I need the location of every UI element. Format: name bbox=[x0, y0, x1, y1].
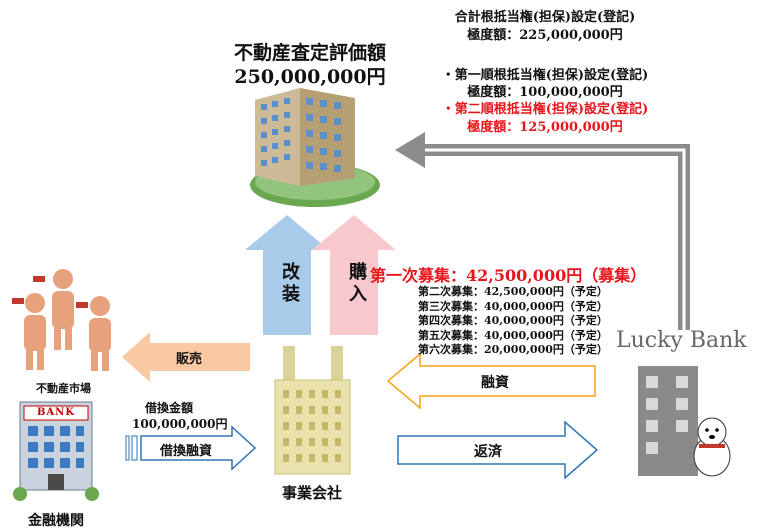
bank-building-icon bbox=[13, 401, 99, 501]
total-mortgage-limit: 極度額：225,000,000円 bbox=[467, 28, 623, 43]
repay-arrow bbox=[397, 420, 599, 480]
purchase-label: 購入 bbox=[346, 262, 367, 306]
bank-label: 金融機関 bbox=[28, 513, 84, 529]
people-icon bbox=[12, 269, 111, 371]
company-label: 事業会社 bbox=[282, 484, 343, 502]
bank-sign: BANK bbox=[36, 407, 76, 418]
appraisal-title: 不動産査定評価額 bbox=[233, 42, 386, 64]
dog-icon bbox=[693, 417, 731, 477]
refinance-amount: 100,000,000円 bbox=[132, 417, 228, 431]
recruitment-round-3: 第三次募集：40,000,000円（予定） bbox=[418, 299, 608, 313]
recruitment-round-5: 第五次募集：40,000,000円（予定） bbox=[418, 328, 608, 342]
first-mortgage-title: ・第一順根抵当権(担保)設定(登記) bbox=[441, 68, 649, 83]
recruitment-round-4: 第四次募集：40,000,000円（予定） bbox=[418, 314, 608, 327]
improve-label: 改装 bbox=[279, 262, 300, 306]
sale-label: 販売 bbox=[176, 352, 203, 367]
refinance-label: 借換金額 bbox=[145, 401, 194, 415]
recruitment-round-2: 第二次募集：42,500,000円（予定） bbox=[418, 285, 608, 298]
recruitment-rounds: 第二次募集：42,500,000円（予定） 第三次募集：40,000,000円（… bbox=[418, 285, 608, 358]
first-mortgage-limit: 極度額：100,000,000円 bbox=[467, 85, 623, 100]
company-building-icon bbox=[274, 346, 351, 475]
market-label: 不動産市場 bbox=[36, 382, 91, 395]
improve-arrow bbox=[245, 215, 329, 335]
refinance-loan-label: 借換融資 bbox=[160, 444, 213, 459]
first-recruitment: 第一次募集：42,500,000円（募集） bbox=[370, 266, 647, 285]
loan-label: 融資 bbox=[481, 375, 509, 391]
gray-arrow bbox=[395, 132, 690, 330]
recruitment-round-6: 第六次募集：20,000,000円（予定） bbox=[418, 343, 608, 356]
purchase-arrow bbox=[312, 215, 396, 335]
second-mortgage-title: ・第二順根抵当権(担保)設定(登記) bbox=[441, 102, 649, 117]
total-mortgage-title: 合計根抵当権(担保)設定(登記) bbox=[454, 10, 636, 25]
lucky-bank-building-icon bbox=[638, 366, 698, 476]
apartment-building-icon bbox=[250, 88, 380, 207]
appraisal-amount: 250,000,000円 bbox=[234, 66, 386, 88]
loan-arrow bbox=[386, 352, 596, 410]
sale-arrow bbox=[122, 332, 250, 382]
repay-label: 返済 bbox=[474, 444, 502, 460]
second-mortgage-limit: 極度額：125,000,000円 bbox=[467, 120, 623, 135]
lucky-bank-logo: Lucky Bank bbox=[616, 328, 747, 353]
refinance-arrow bbox=[125, 425, 257, 471]
